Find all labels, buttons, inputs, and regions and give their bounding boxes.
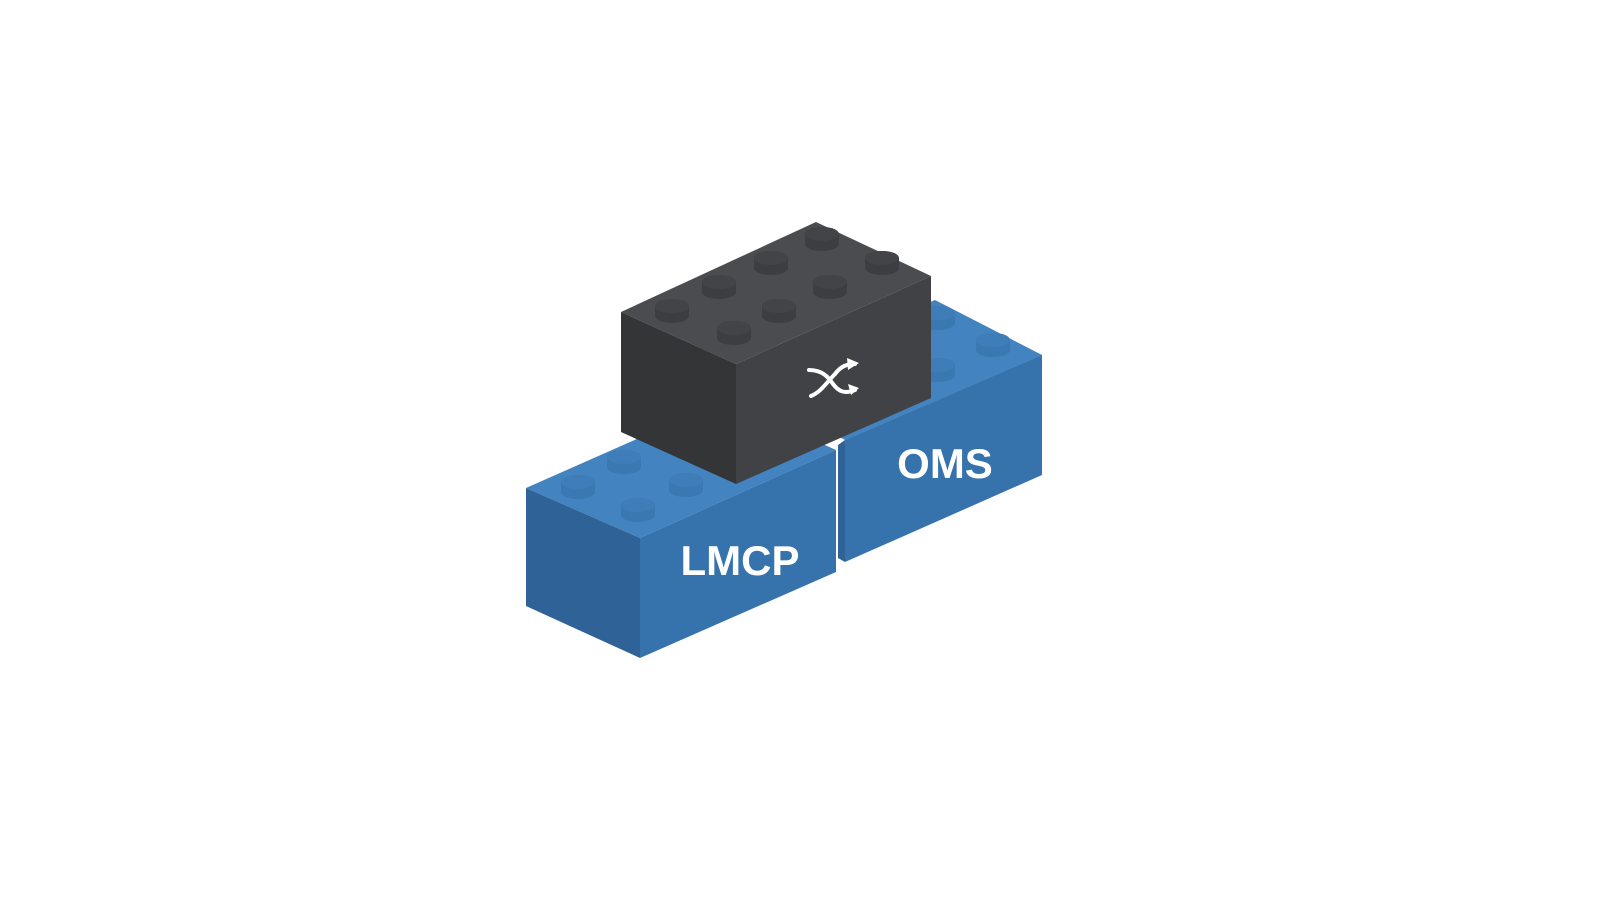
stud-icon — [561, 475, 595, 499]
stud-icon — [754, 251, 788, 275]
stud-icon — [702, 275, 736, 299]
stud-icon — [805, 227, 839, 251]
stud-icon — [655, 299, 689, 323]
oms-label: OMS — [897, 440, 993, 487]
stud-icon — [976, 333, 1010, 357]
stud-icon — [669, 473, 703, 497]
stud-icon — [717, 321, 751, 345]
lmcp-label: LMCP — [681, 537, 800, 584]
stud-icon — [813, 275, 847, 299]
stud-icon — [762, 299, 796, 323]
stud-icon — [621, 498, 655, 522]
stud-icon — [865, 251, 899, 275]
stud-icon — [607, 450, 641, 474]
